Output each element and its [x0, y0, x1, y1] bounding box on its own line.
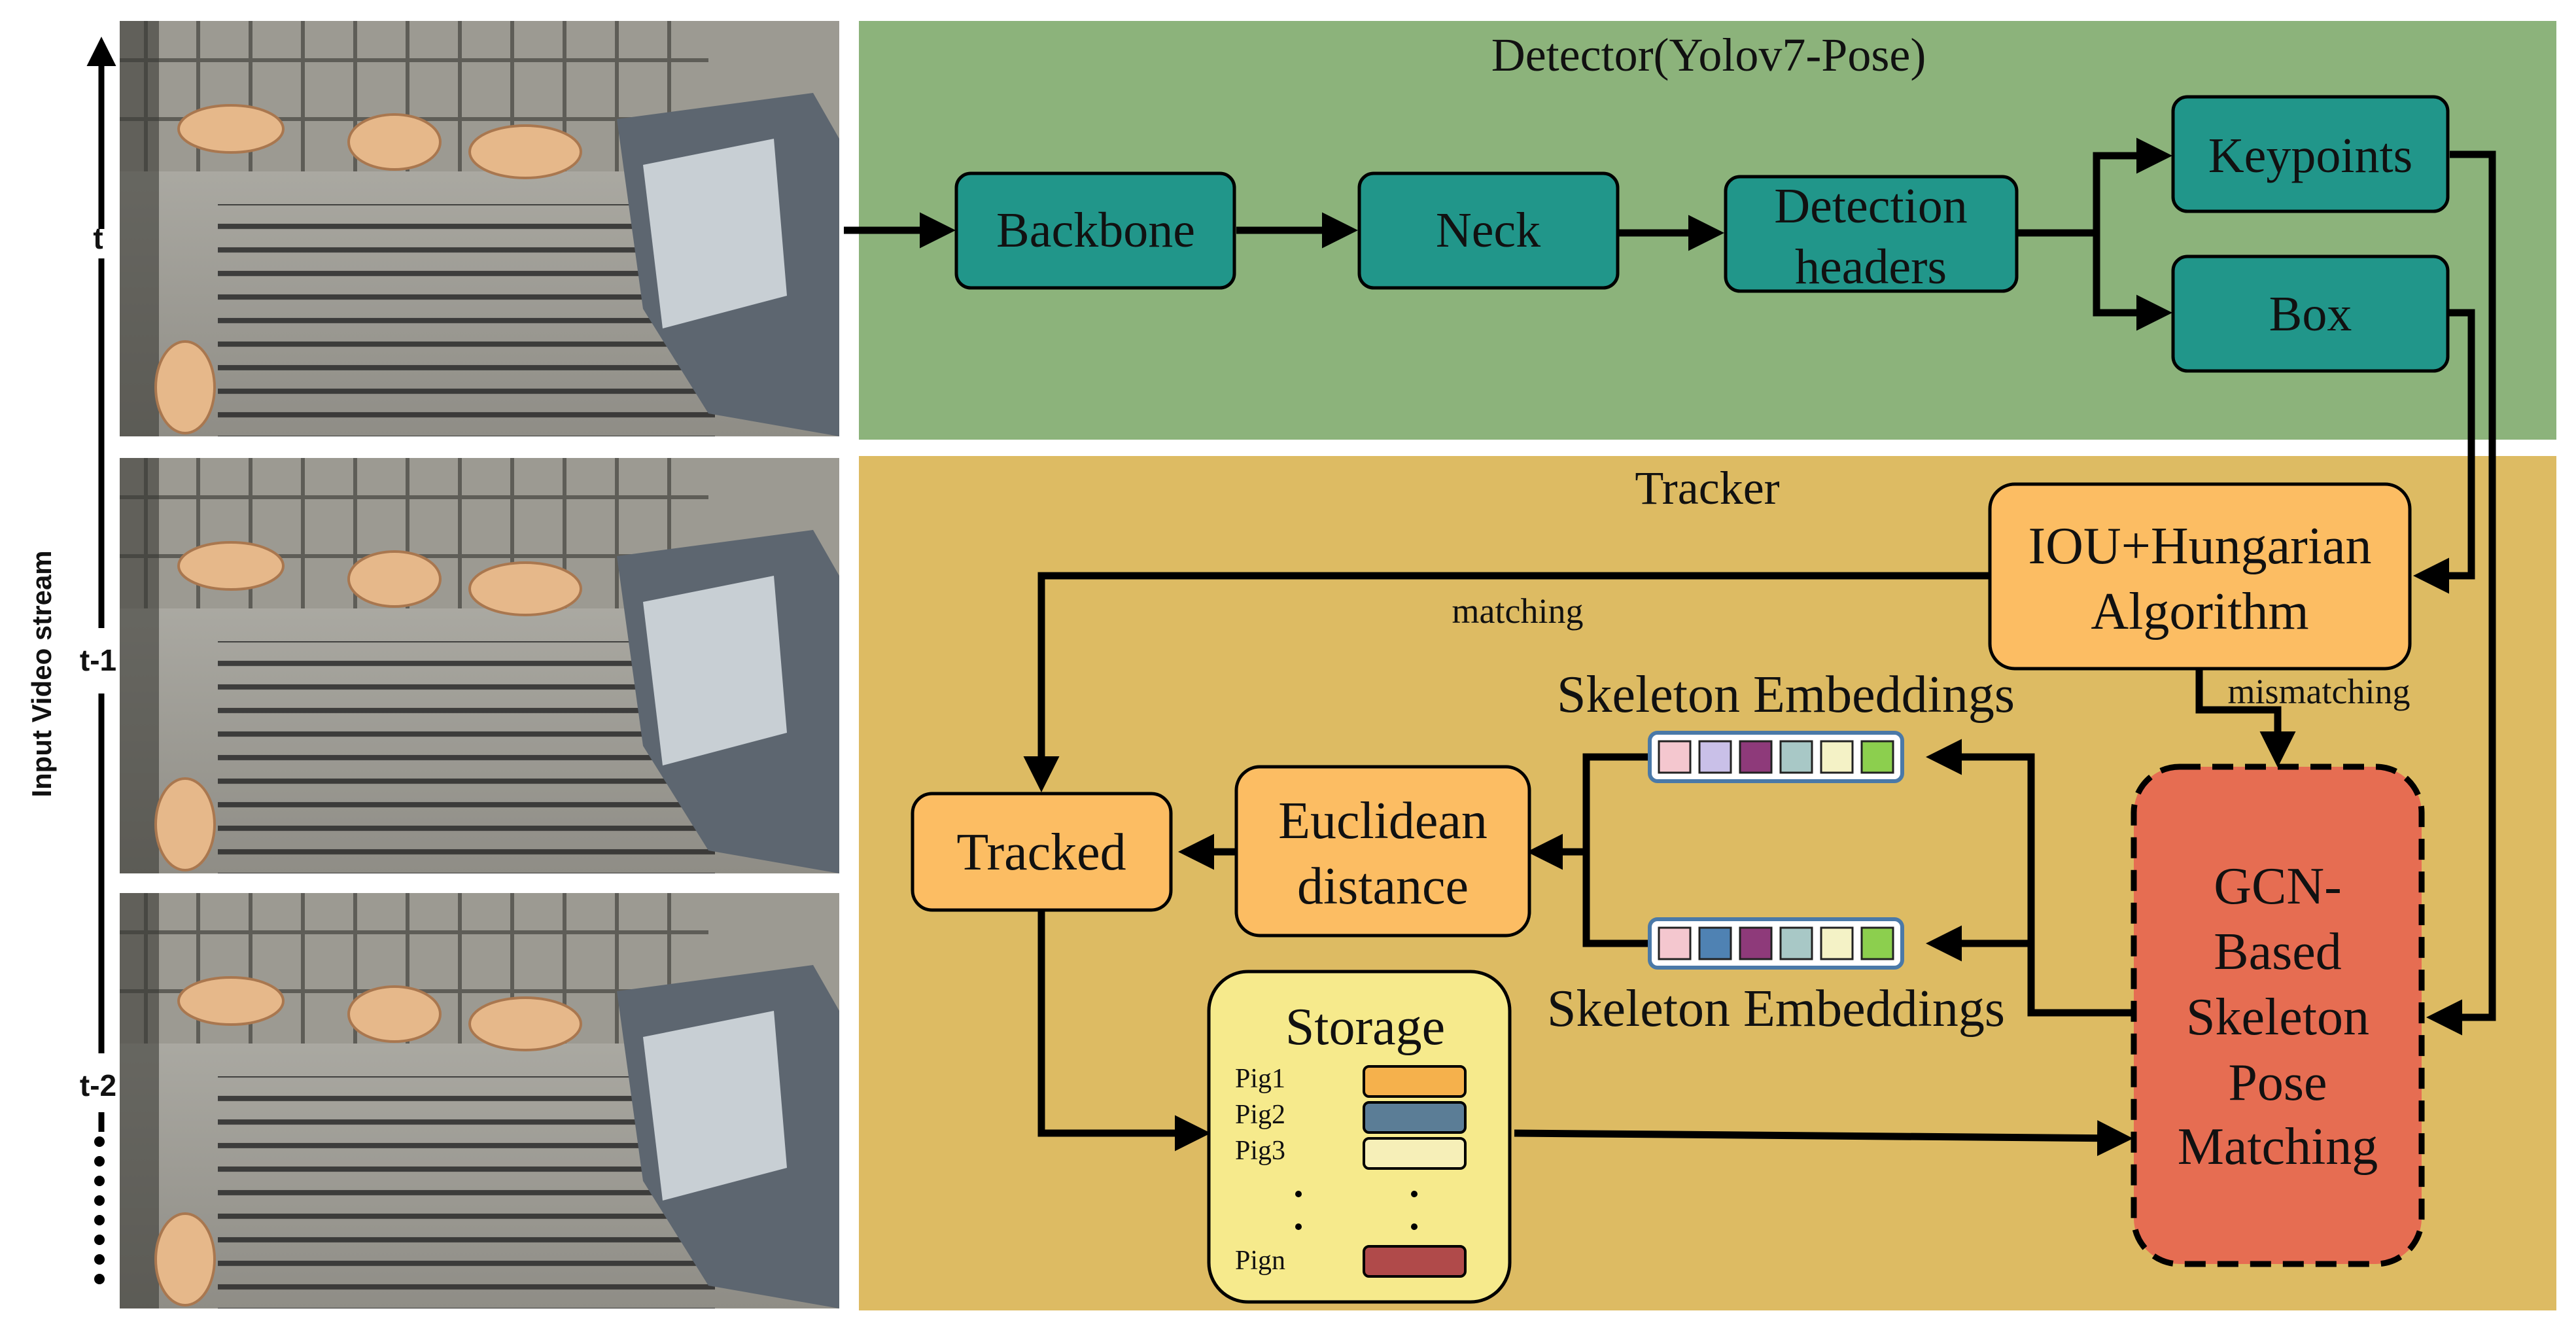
matching-label: matching: [1452, 591, 1584, 631]
tracker-title: Tracker: [1635, 462, 1779, 514]
euclidean-label-line2: distance: [1297, 858, 1469, 915]
arrow-iou-tracked: [1023, 572, 1989, 792]
bottom-embedding-cell: [1739, 926, 1773, 960]
bottom-embedding-cell: [1658, 926, 1692, 960]
euclidean-distance-node: Euclidean distance: [1234, 765, 1531, 938]
bottom-skeleton-embedding: [1648, 917, 1904, 970]
bottom-embedding-cell: [1779, 926, 1813, 960]
frame-t-2: [120, 893, 839, 1308]
neck-node: Neck: [1357, 171, 1620, 290]
axis-tick-t-1: t-1: [80, 643, 116, 677]
bottom-embeddings-label: Skeleton Embeddings: [1547, 980, 2005, 1038]
storage-ellipsis: [1295, 1191, 1418, 1230]
storage-item-pig3: Pig3: [1235, 1136, 1285, 1166]
gcn-skeleton-pose-matching-node: GCN- Based Skeleton Pose Matching: [2131, 764, 2425, 1267]
neck-label: Neck: [1436, 203, 1540, 258]
top-embedding-cell: [1860, 740, 1894, 774]
top-embedding-cell: [1820, 740, 1854, 774]
keypoints-label: Keypoints: [2208, 128, 2412, 183]
detection-headers-label-line2: headers: [1795, 239, 1947, 294]
storage-swatch-pig3: [1363, 1137, 1467, 1170]
bottom-embedding-cell: [1820, 926, 1854, 960]
arrow-gcn-bottom-embedding: [1926, 925, 2035, 962]
bottom-embedding-cell: [1860, 926, 1894, 960]
video-stream-axis: t t-1 t-2 Input Video stream: [26, 37, 116, 1284]
gcn-label-line3: Skeleton: [2186, 989, 2369, 1046]
tracked-label: Tracked: [956, 824, 1126, 881]
backbone-node: Backbone: [954, 171, 1236, 290]
frame-t: [120, 21, 839, 436]
arrow-box-iou: [2413, 309, 2475, 594]
detection-headers-node: Detection headers: [1724, 175, 2019, 294]
storage-swatch-pig2: [1363, 1101, 1467, 1134]
top-embeddings-label: Skeleton Embeddings: [1557, 666, 2015, 724]
arrow-gcn-top-embedding: [1926, 739, 2132, 1017]
box-label: Box: [2269, 287, 2352, 342]
storage-node: Storage Pig1 Pig2 Pig3 Pign: [1207, 970, 1512, 1304]
storage-swatch-pign: [1363, 1245, 1467, 1278]
continuation-dots: [94, 1136, 105, 1284]
arrow-tracked-storage: [1037, 911, 1211, 1151]
top-embedding-cell: [1658, 740, 1692, 774]
keypoints-node: Keypoints: [2171, 95, 2450, 213]
arrow-headers-keypoints: [2018, 137, 2172, 237]
storage-item-pign: Pign: [1235, 1246, 1285, 1276]
top-embedding-cell: [1739, 740, 1773, 774]
axis-title: Input Video stream: [26, 550, 57, 797]
gcn-label-line4: Pose: [2228, 1054, 2327, 1112]
gcn-label-line2: Based: [2214, 923, 2342, 981]
tracked-node: Tracked: [911, 792, 1173, 912]
bottom-embedding-cell: [1698, 926, 1732, 960]
storage-swatch-pig1: [1363, 1065, 1467, 1098]
gcn-label-line5: Matching: [2178, 1118, 2378, 1176]
arrow-keypoints-gcn: [2426, 150, 2496, 1036]
detector-title: Detector(Yolov7-Pose): [1491, 29, 1926, 81]
frame-t-1: [120, 458, 839, 873]
gcn-label-line1: GCN-: [2214, 858, 2342, 915]
axis-tick-t: t: [93, 221, 103, 255]
storage-item-pig1: Pig1: [1235, 1064, 1285, 1094]
box-node: Box: [2171, 255, 2450, 373]
iou-hungarian-node: IOU+Hungarian Algorithm: [1988, 482, 2412, 671]
backbone-label: Backbone: [996, 203, 1195, 258]
mismatching-label: mismatching: [2228, 672, 2411, 711]
arrow-storage-gcn: [1514, 1120, 2133, 1157]
iou-label-line1: IOU+Hungarian: [2028, 518, 2372, 575]
top-embedding-cell: [1698, 740, 1732, 774]
iou-label-line2: Algorithm: [2091, 583, 2308, 641]
detection-headers-label-line1: Detection: [1774, 179, 1967, 234]
arrow-headers-box: [2093, 233, 2172, 331]
arrow-iou-gcn: [2195, 667, 2296, 767]
storage-title: Storage: [1285, 998, 1445, 1056]
storage-item-pig2: Pig2: [1235, 1100, 1285, 1130]
euclidean-label-line1: Euclidean: [1278, 792, 1488, 850]
top-embedding-cell: [1779, 740, 1813, 774]
axis-tick-t-2: t-2: [80, 1068, 116, 1102]
top-skeleton-embedding: [1648, 731, 1904, 783]
